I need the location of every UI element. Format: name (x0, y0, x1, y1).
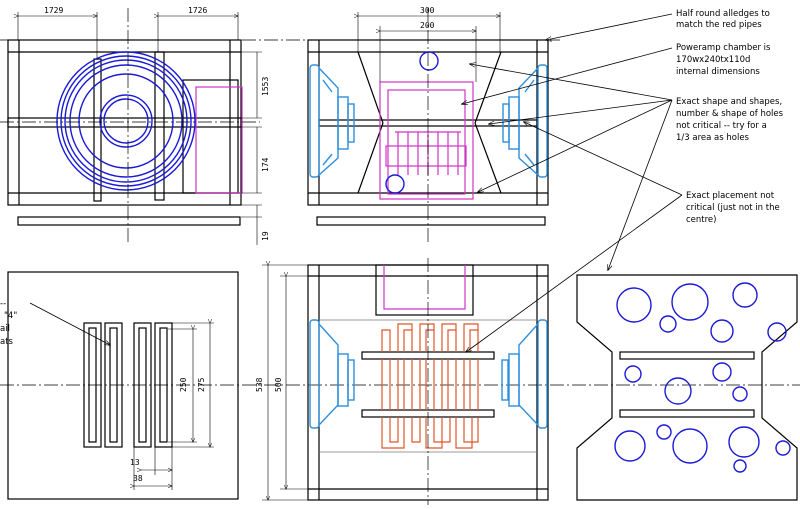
note-shape-2: number & shape of holes (676, 109, 784, 119)
view-bottom-left: -- "4" ail ats 250 275 13 38 (0, 271, 800, 500)
dim-300: 300 (420, 6, 435, 15)
dim-13: 13 (130, 458, 140, 467)
cut-annotation-4: ats (0, 337, 14, 347)
driver-left-bottom (309, 319, 355, 429)
speaker-cone (56, 51, 196, 191)
cut-annotation-1: -- (0, 299, 6, 309)
pipe-array (381, 323, 479, 449)
driver-right-bottom (501, 319, 548, 429)
note-shape-3: not critical -- try for a (676, 121, 767, 131)
driver-right (502, 64, 548, 178)
view-bottom-right (576, 274, 798, 501)
slot-group (83, 322, 173, 448)
note-placement-3: centre) (686, 215, 716, 225)
note-shape-4: 1/3 area as holes (676, 133, 750, 143)
note-placement-1: Exact placement not (686, 191, 775, 201)
dim-538: 538 (255, 377, 264, 392)
note-poweramp-2: 170wx240tx110d (676, 55, 750, 65)
note-half-round-2: match the red pipes (676, 20, 762, 30)
view-top-middle: 300 200 (0, 6, 560, 245)
view-bottom-middle: 538 500 (255, 258, 549, 505)
note-poweramp-1: Poweramp chamber is (676, 43, 771, 53)
dim-1729: 1729 (44, 6, 63, 15)
dim-19: 19 (261, 231, 270, 241)
view-top-left: 1729 1726 1553 174 19 (0, 6, 270, 245)
cut-annotation-2: "4" (4, 311, 17, 321)
dim-1726: 1726 (188, 6, 207, 15)
cut-annotation-3: ail (0, 324, 10, 334)
dim-500: 500 (274, 377, 283, 392)
dim-200: 200 (420, 21, 435, 30)
dim-250: 250 (179, 377, 188, 392)
dim-1553: 1553 (261, 77, 270, 96)
note-poweramp-3: internal dimensions (676, 67, 760, 77)
annotations: Half round alledges to match the red pip… (462, 9, 784, 352)
dim-38: 38 (133, 474, 143, 483)
dim-174: 174 (261, 157, 270, 172)
note-half-round-1: Half round alledges to (676, 9, 770, 19)
note-placement-2: critical (just not in the (686, 203, 780, 213)
note-shape-1: Exact shape and shapes, (676, 97, 782, 107)
driver-left (309, 64, 355, 178)
hole-pattern (614, 282, 791, 473)
dim-275: 275 (197, 377, 206, 392)
